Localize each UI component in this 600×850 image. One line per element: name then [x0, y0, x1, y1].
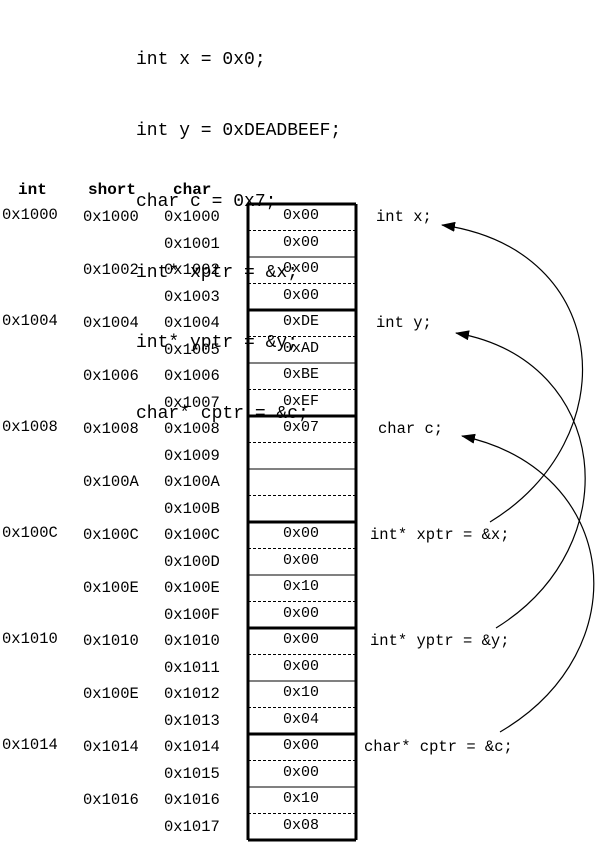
- cptr-arrow: [461, 433, 595, 733]
- variable-label: int y;: [376, 314, 432, 333]
- byte-value: 0x10: [282, 578, 319, 596]
- short-address: 0x100E: [83, 579, 139, 598]
- code-line: int* yptr = &y;: [136, 333, 299, 354]
- code-block: int x = 0x0; int y = 0xDEADBEEF; char c …: [136, 2, 341, 450]
- short-column-header: short: [88, 181, 137, 199]
- char-address: 0x100C: [164, 526, 220, 545]
- variable-label: char* cptr = &c;: [364, 738, 513, 757]
- char-address: 0x1005: [164, 340, 220, 359]
- short-address: 0x100E: [83, 685, 139, 704]
- short-address: 0x1006: [83, 367, 139, 386]
- char-address: 0x1017: [164, 817, 220, 836]
- short-address: 0x1008: [83, 420, 139, 439]
- code-line: char c = 0x7;: [136, 191, 277, 212]
- byte-value: 0x00: [282, 737, 319, 755]
- code-line: int x = 0x0;: [136, 50, 266, 71]
- short-address: 0x1010: [83, 632, 139, 651]
- char-address: 0x1009: [164, 446, 220, 465]
- code-line: char* cptr = &c;: [136, 404, 309, 425]
- short-address: 0x1016: [83, 791, 139, 810]
- char-address: 0x100A: [164, 473, 220, 492]
- variable-label: char c;: [378, 420, 444, 439]
- char-address: 0x1011: [164, 658, 220, 677]
- byte-value: 0x04: [282, 710, 319, 728]
- char-address: 0x1010: [164, 632, 220, 651]
- byte-value: 0x00: [282, 657, 319, 675]
- char-address: 0x1008: [164, 420, 220, 439]
- int-address: 0x1010: [2, 630, 58, 649]
- char-address: 0x100D: [164, 552, 220, 571]
- variable-label: int x;: [376, 208, 432, 227]
- char-address: 0x1002: [164, 261, 220, 280]
- char-address: 0x1001: [164, 234, 220, 253]
- short-address: 0x1000: [83, 208, 139, 227]
- char-address: 0x1006: [164, 367, 220, 386]
- byte-value: 0x00: [282, 260, 319, 278]
- short-address: 0x1014: [83, 738, 139, 757]
- byte-value: 0xBE: [282, 366, 319, 384]
- variable-label: int* xptr = &x;: [370, 526, 510, 545]
- int-address: 0x1014: [2, 736, 58, 755]
- byte-value: 0x08: [282, 816, 319, 834]
- int-address: 0x1000: [2, 206, 58, 225]
- byte-value: 0xEF: [282, 392, 319, 410]
- byte-value: 0x00: [282, 763, 319, 781]
- char-address: 0x100E: [164, 579, 220, 598]
- int-address: 0x1008: [2, 418, 58, 437]
- char-address: 0x1015: [164, 764, 220, 783]
- byte-value: 0x00: [282, 233, 319, 251]
- int-column-header: int: [18, 181, 47, 199]
- byte-value: 0xDE: [282, 313, 319, 331]
- byte-value: 0x07: [282, 419, 319, 437]
- char-address: 0x1003: [164, 287, 220, 306]
- char-column-header: char: [173, 181, 212, 199]
- byte-value: 0x00: [282, 551, 319, 569]
- char-address: 0x1012: [164, 685, 220, 704]
- short-address: 0x1002: [83, 261, 139, 280]
- byte-value: 0x00: [282, 631, 319, 649]
- byte-value: 0x00: [282, 604, 319, 622]
- char-address: 0x1014: [164, 738, 220, 757]
- code-line: int y = 0xDEADBEEF;: [136, 120, 342, 141]
- short-address: 0x100A: [83, 473, 139, 492]
- char-address: 0x100B: [164, 499, 220, 518]
- yptr-arrow: [455, 330, 586, 629]
- char-address: 0x1007: [164, 393, 220, 412]
- char-address: 0x100F: [164, 605, 220, 624]
- variable-label: int* yptr = &y;: [370, 632, 510, 651]
- char-address: 0x1016: [164, 791, 220, 810]
- byte-value: 0x00: [282, 207, 319, 225]
- char-address: 0x1004: [164, 314, 220, 333]
- byte-value: 0x00: [282, 286, 319, 304]
- char-address: 0x1013: [164, 711, 220, 730]
- int-address: 0x100C: [2, 524, 58, 543]
- byte-value: 0x00: [282, 525, 319, 543]
- byte-value: 0x10: [282, 790, 319, 808]
- xptr-arrow: [441, 221, 583, 523]
- short-address: 0x1004: [83, 314, 139, 333]
- short-address: 0x100C: [83, 526, 139, 545]
- char-address: 0x1000: [164, 208, 220, 227]
- byte-value: 0xAD: [282, 339, 319, 357]
- int-address: 0x1004: [2, 312, 58, 331]
- byte-value: 0x10: [282, 684, 319, 702]
